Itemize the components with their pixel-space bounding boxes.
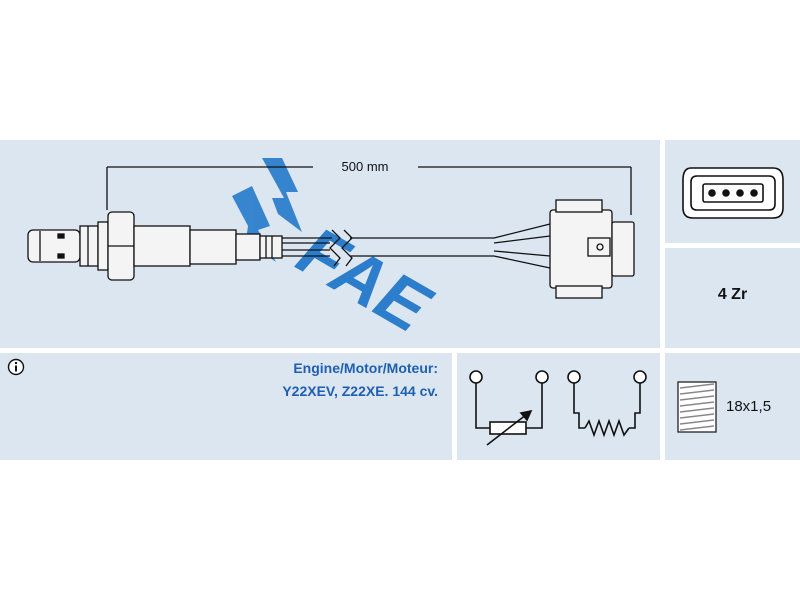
sensor-body	[133, 225, 191, 267]
circuit-diagram	[469, 370, 647, 446]
info-panel	[0, 353, 452, 460]
logo-arrow-shape	[262, 158, 302, 232]
info-circle-icon	[7, 358, 25, 376]
variable-resistor-icon	[469, 370, 549, 446]
thread-icon	[677, 381, 717, 433]
connector-label-panel	[665, 248, 800, 348]
cable-break-mark-left	[329, 229, 341, 267]
sensor-body-sleeve	[189, 229, 237, 265]
sensor-washer	[79, 225, 99, 267]
connector-label: 4 Zr	[717, 286, 748, 303]
connector-pinout-icon	[682, 167, 784, 219]
engine-label: Engine/Motor/Moteur:	[293, 360, 438, 376]
engine-codes: Y22XEV, Z22XE. 144 cv.	[282, 383, 438, 399]
dimension-label: 500 mm	[342, 159, 389, 174]
heater-resistor-icon	[567, 370, 647, 438]
sensor-thread	[97, 221, 109, 271]
cable-break-mark-right	[341, 229, 353, 267]
thread-size-label: 18x1,5	[726, 398, 772, 415]
sensor-probe-tip	[27, 229, 81, 263]
sensor-cable-boot	[235, 233, 261, 261]
